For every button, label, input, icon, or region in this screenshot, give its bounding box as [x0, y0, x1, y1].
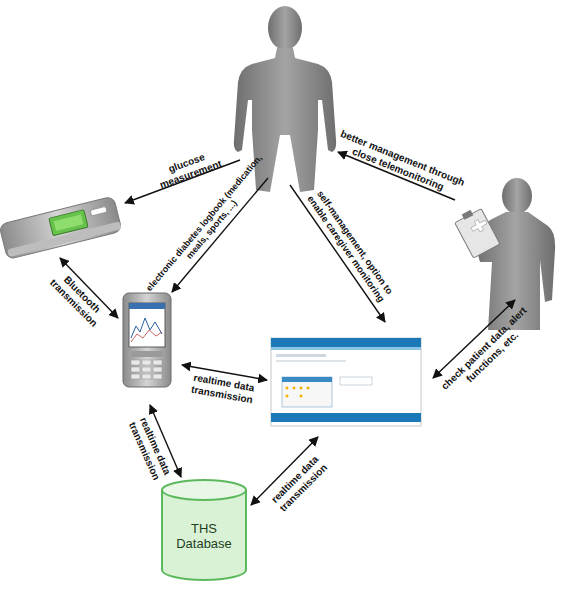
web-text-line	[276, 360, 346, 362]
person-head	[268, 6, 302, 50]
phone-nav	[131, 351, 163, 357]
web-page	[271, 338, 421, 426]
phone-key	[131, 374, 140, 379]
web-icon	[307, 387, 310, 390]
phone-key	[142, 374, 151, 379]
web-footer	[271, 413, 421, 422]
web-icon	[286, 395, 289, 398]
arrow-line	[290, 185, 385, 322]
clipboard-clip	[462, 210, 474, 220]
phone-key	[131, 367, 140, 372]
web-text-line	[276, 354, 326, 357]
meter-base	[7, 221, 121, 257]
arrow-label: better management through close telemoni…	[328, 125, 471, 201]
web-icon	[293, 387, 296, 390]
clipboard-cross	[469, 217, 489, 235]
meter-logo	[90, 206, 107, 216]
phone-graph	[131, 330, 162, 342]
phone-key	[153, 367, 162, 372]
arrow-label: realtime data transmission	[257, 441, 341, 525]
doctor-head	[502, 178, 532, 214]
phone-body	[123, 293, 171, 387]
phone-screen	[129, 303, 165, 347]
web-subheader	[271, 347, 421, 350]
node-label: THS Database	[160, 521, 248, 552]
arrow-label: Bluetooth transmission	[42, 262, 113, 333]
web-table-icons	[286, 387, 310, 398]
cylinder-top	[162, 480, 246, 500]
doctor-silhouette	[453, 178, 555, 330]
phone-key	[131, 360, 140, 365]
glucose-meter	[0, 196, 122, 259]
phone-key	[142, 360, 151, 365]
web-table-head	[282, 377, 332, 382]
web-box	[340, 377, 372, 385]
clipboard	[453, 205, 500, 258]
database-node: THS Database	[160, 478, 248, 582]
clipboard-board	[455, 209, 500, 258]
phone-key	[142, 367, 151, 372]
phone-keypad	[131, 360, 162, 379]
arrow-label: self-management, option to enable caregi…	[297, 177, 402, 314]
web-icon	[300, 387, 303, 390]
phone-key	[153, 360, 162, 365]
meter-body	[0, 196, 122, 259]
web-icon	[286, 387, 289, 390]
meter-display	[54, 214, 84, 230]
web-portal-screenshot	[271, 338, 421, 426]
arrow-label: realtime data transmission	[120, 399, 180, 496]
mobile-phone	[123, 293, 171, 387]
arrow-group	[60, 152, 515, 505]
arrow-label: realtime data transmission	[174, 368, 273, 407]
phone-key	[153, 374, 162, 379]
web-table	[282, 377, 332, 407]
arrow-label: check patient data, alert functions, etc…	[438, 303, 539, 402]
phone-screen-header	[129, 303, 165, 309]
web-icon	[300, 395, 303, 398]
web-header	[271, 338, 421, 347]
arrow-label: glucose measurement	[149, 144, 227, 191]
